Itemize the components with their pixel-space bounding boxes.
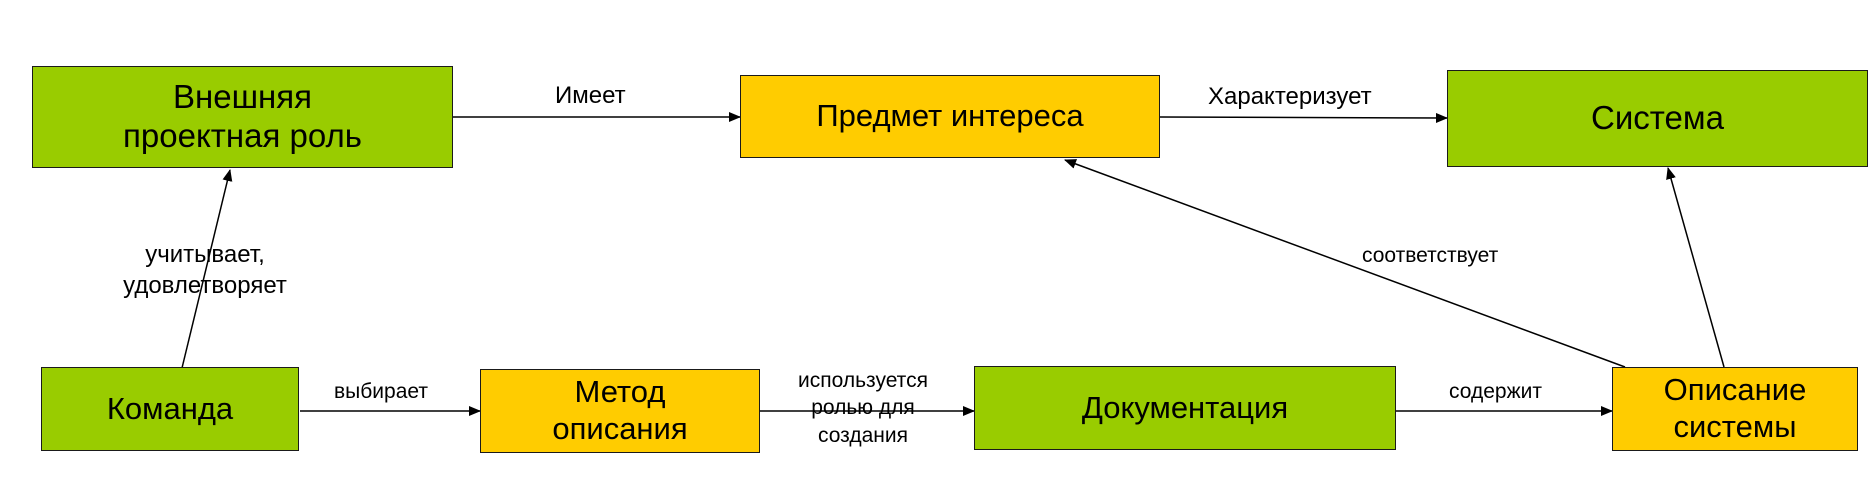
edge-label-characterizes: Характеризует: [1208, 83, 1372, 110]
edge-label-considers-line2: удовлетворяет: [123, 272, 287, 300]
arrow-corresponds: [1064, 159, 1626, 368]
node-system-label: Система: [1591, 99, 1724, 137]
edge-label-considers: учитывает, удовлетворяет: [105, 239, 305, 301]
node-subject-of-interest-label: Предмет интереса: [816, 98, 1084, 134]
edge-label-considers-line1: учитывает,: [145, 241, 265, 268]
edge-label-used-line3: создания: [818, 423, 908, 447]
node-subject-of-interest: Предмет интереса: [740, 75, 1160, 158]
edge-label-used-to-create: используется ролью для создания: [770, 367, 956, 449]
node-documentation: Документация: [974, 366, 1396, 450]
node-system-description-line1: Описание: [1663, 372, 1807, 408]
node-team-label: Команда: [106, 390, 234, 426]
node-documentation-label: Документация: [1081, 389, 1289, 425]
node-system-description-line2: системы: [1673, 409, 1797, 444]
edge-label-chooses: выбирает: [334, 380, 428, 403]
node-system-description: Описание системы: [1612, 367, 1858, 451]
arrow-characterizes: [1159, 112, 1448, 123]
node-external-role-line1: Внешняя: [172, 78, 313, 116]
node-description-method-line2: описания: [552, 411, 688, 446]
node-team: Команда: [41, 367, 299, 451]
node-external-role-line2: проектная роль: [123, 117, 362, 154]
edge-label-contains: содержит: [1449, 380, 1542, 403]
edge-label-has: Имеет: [555, 82, 626, 109]
arrow-describes-system: [1666, 167, 1725, 368]
node-external-role: Внешняя проектная роль: [32, 66, 453, 168]
edge-label-corresponds: соответствует: [1362, 244, 1499, 267]
node-description-method-line1: Метод: [574, 374, 666, 410]
edge-label-used-line1: используется: [798, 369, 928, 392]
edge-label-used-line2: ролью для: [811, 396, 915, 420]
node-system: Система: [1447, 70, 1868, 167]
arrow-considers: [181, 169, 233, 369]
node-description-method: Метод описания: [480, 369, 760, 453]
